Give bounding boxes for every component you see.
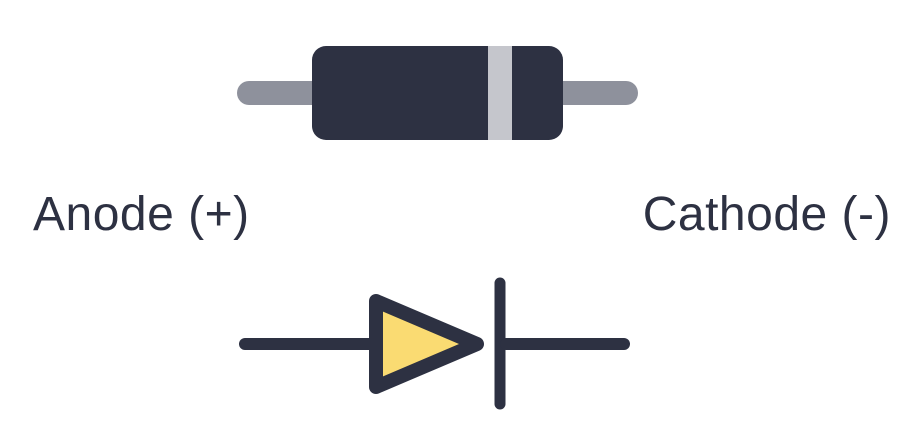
cathode-band bbox=[488, 46, 512, 140]
diode-triangle-icon bbox=[369, 294, 484, 394]
cathode-label: Cathode (-) bbox=[642, 188, 891, 241]
anode-label: Anode (+) bbox=[33, 188, 250, 241]
diode-body bbox=[312, 46, 563, 140]
